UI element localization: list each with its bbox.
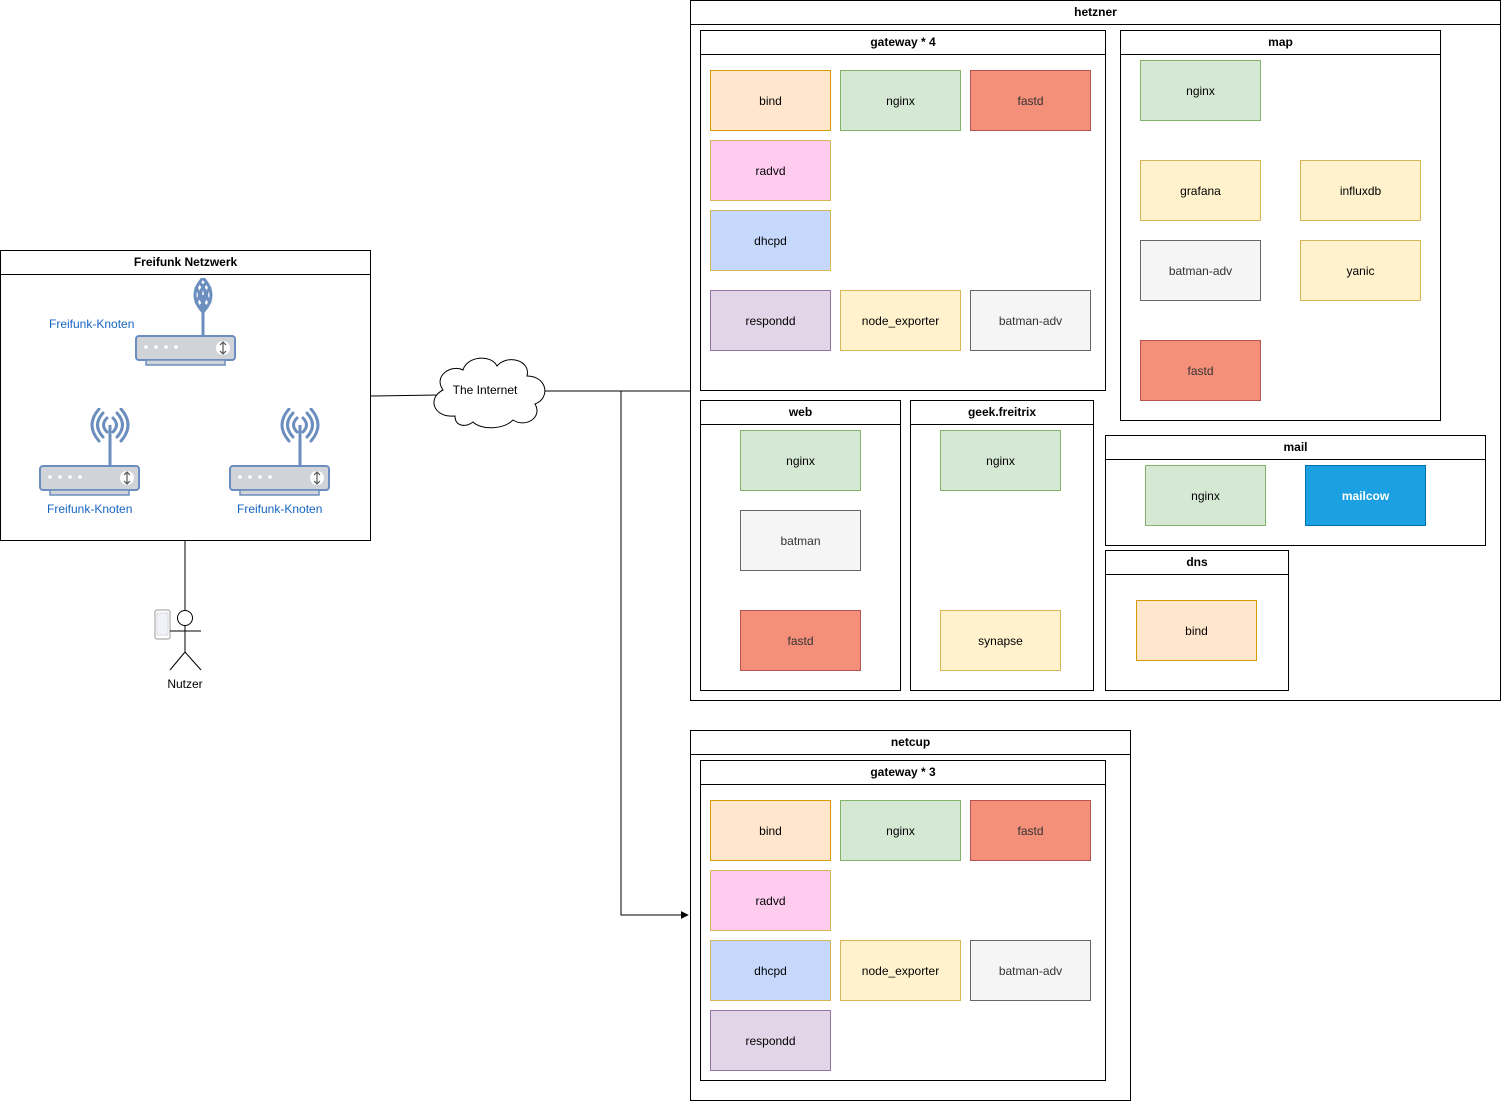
- cloud-icon: [433, 357, 546, 429]
- map-nginx: nginx: [1140, 60, 1261, 121]
- hetzner-gw-bind: bind: [710, 70, 831, 131]
- hetzner-gw-nginx: nginx: [840, 70, 961, 131]
- netcup-gw-radvd: radvd: [710, 870, 831, 931]
- hetzner-gw-respondd: respondd: [710, 290, 831, 351]
- map-grafana: grafana: [1140, 160, 1261, 221]
- user-icon: [154, 609, 202, 671]
- web-batman: batman: [740, 510, 861, 571]
- netcup-gw-dhcpd: dhcpd: [710, 940, 831, 1001]
- router-icon: [39, 408, 140, 496]
- netcup-gw-fastd: fastd: [970, 800, 1091, 861]
- hetzner-mail-title: mail: [1106, 436, 1485, 460]
- geek-synapse: synapse: [940, 610, 1061, 671]
- link-network-internet: [370, 394, 439, 397]
- dns-bind: bind: [1136, 600, 1257, 661]
- hetzner-gateway-title: gateway * 4: [701, 31, 1105, 55]
- geek-nginx: nginx: [940, 430, 1061, 491]
- user-label: Nutzer: [167, 677, 203, 691]
- link-internet-netcup: [620, 391, 689, 919]
- netcup-gateway-title: gateway * 3: [701, 761, 1105, 785]
- hetzner-gw-node-exporter: node_exporter: [840, 290, 961, 351]
- map-fastd: fastd: [1140, 340, 1261, 401]
- router-label-left: Freifunk-Knoten: [47, 502, 133, 516]
- netcup-title: netcup: [691, 731, 1130, 755]
- freifunk-network-title: Freifunk Netzwerk: [1, 251, 370, 275]
- hetzner-gw-batman-adv: batman-adv: [970, 290, 1091, 351]
- hetzner-map-title: map: [1121, 31, 1440, 55]
- internet-label: The Internet: [452, 383, 518, 397]
- map-yanic: yanic: [1300, 240, 1421, 301]
- hetzner-title: hetzner: [691, 1, 1500, 25]
- hetzner-dns-title: dns: [1106, 551, 1288, 575]
- web-fastd: fastd: [740, 610, 861, 671]
- router-label-right: Freifunk-Knoten: [237, 502, 323, 516]
- hetzner-gw-fastd: fastd: [970, 70, 1091, 131]
- hetzner-web-title: web: [701, 401, 900, 425]
- router-icon: [229, 408, 330, 496]
- web-nginx: nginx: [740, 430, 861, 491]
- netcup-gw-node-exporter: node_exporter: [840, 940, 961, 1001]
- hetzner-geek-title: geek.freitrix: [911, 401, 1093, 425]
- hetzner-gw-radvd: radvd: [710, 140, 831, 201]
- map-batman-adv: batman-adv: [1140, 240, 1261, 301]
- netcup-gw-nginx: nginx: [840, 800, 961, 861]
- netcup-gw-batman-adv: batman-adv: [970, 940, 1091, 1001]
- router-icon: [135, 278, 236, 366]
- map-influxdb: influxdb: [1300, 160, 1421, 221]
- netcup-gw-respondd: respondd: [710, 1010, 831, 1071]
- hetzner-gw-dhcpd: dhcpd: [710, 210, 831, 271]
- netcup-gw-bind: bind: [710, 800, 831, 861]
- mail-nginx: nginx: [1145, 465, 1266, 526]
- mail-mailcow: mailcow: [1305, 465, 1426, 526]
- router-label-top: Freifunk-Knoten: [49, 317, 135, 331]
